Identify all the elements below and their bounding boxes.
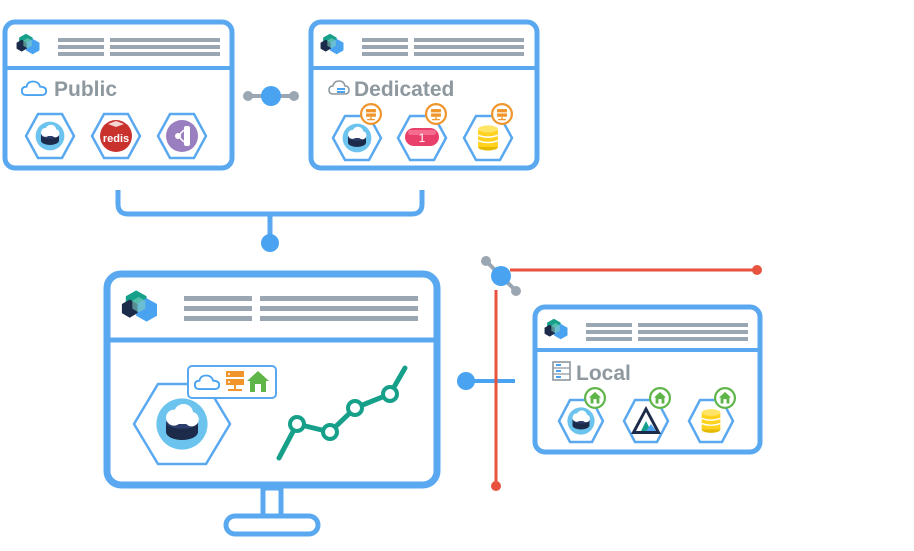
dedicated-panel: Dedicated 1: [308, 19, 540, 171]
deployment-indicators: [187, 365, 277, 399]
dedicated-label: Dedicated: [354, 78, 454, 101]
header-lines: [184, 296, 418, 321]
dedicated-cloud-server-icon: [328, 80, 350, 95]
message-hub-service: [156, 112, 208, 160]
public-dedicated-connector: [243, 86, 299, 106]
mountain-service: [622, 387, 671, 444]
pill-text: 1: [419, 131, 426, 145]
redis-icon: [100, 120, 132, 152]
header-lines: [58, 38, 220, 56]
house-badge-icon: [649, 387, 671, 409]
trend-line-icon: [276, 365, 408, 461]
public-label: Public: [54, 78, 117, 101]
local-connector: [457, 372, 515, 390]
house-badge-icon: [714, 387, 736, 409]
mountain-triangle-icon: [631, 406, 661, 434]
redis-text: redis: [103, 133, 129, 145]
server-badge-icon: [491, 103, 513, 125]
header-lines: [586, 323, 748, 341]
cloud-to-monitor-bracket: [115, 190, 425, 252]
cloud-database-service: [24, 112, 76, 160]
pill-service: 1: [396, 103, 448, 162]
local-server-rack-icon: [552, 361, 571, 381]
message-hub-icon: [166, 120, 198, 152]
red-network-lines: [481, 256, 762, 491]
cloud-database-service: [557, 387, 606, 444]
local-panel: Local: [532, 304, 763, 455]
monitor-panel: [103, 270, 441, 537]
server-badge-icon: [360, 103, 382, 125]
database-stack-icon: [477, 124, 499, 152]
public-panel: Public redis: [2, 19, 235, 171]
header-lines: [362, 38, 524, 56]
database-stack-icon: [700, 408, 722, 434]
server-icon: [226, 371, 244, 391]
monitor-stand: [223, 485, 321, 537]
database-stack-service: [462, 103, 514, 162]
house-badge-icon: [584, 387, 606, 409]
server-badge-icon: [425, 103, 447, 125]
house-icon: [247, 371, 269, 392]
cloud-database-icon: [35, 121, 65, 151]
database-stack-service: [687, 387, 736, 444]
cloud-database-icon: [567, 407, 595, 435]
cloud-database-service: [331, 103, 383, 162]
redis-service: redis: [90, 112, 142, 160]
cloud-database-icon: [342, 123, 372, 153]
local-label: Local: [576, 362, 631, 385]
cloud-database-icon: [156, 398, 208, 450]
